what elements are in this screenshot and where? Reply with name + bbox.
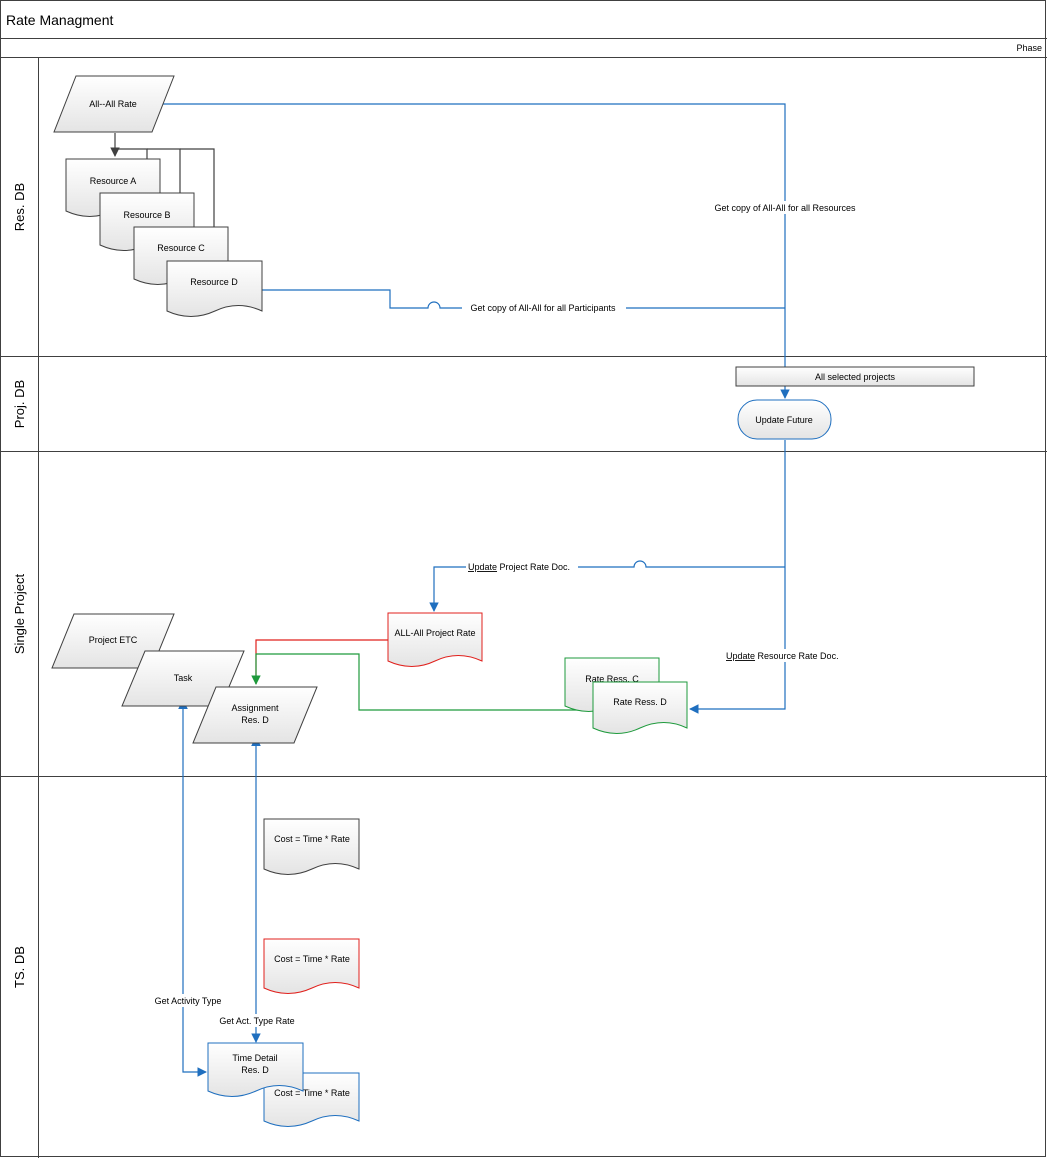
cost-shape-2[interactable]	[263, 938, 360, 994]
rate-ress-d-label: Rate Ress. D	[613, 697, 667, 707]
time-detail-label-line1: Time Detail	[232, 1053, 277, 1063]
all-all-rate-shape[interactable]	[53, 75, 175, 133]
connector-update-future-down	[689, 440, 786, 714]
connector-resource-d-to-main	[262, 289, 785, 309]
label-bg-resource-rate-doc	[724, 649, 848, 662]
label-bg-activity-type	[149, 994, 229, 1007]
rate-ress-c-label: Rate Ress. C	[585, 674, 639, 684]
update-underlined-2: Update	[726, 651, 755, 661]
update-resource-rate-doc-label: Update Resource Rate Doc.	[726, 651, 839, 661]
phase-label: Phase	[1016, 43, 1042, 53]
resource-b-label: Resource B	[123, 210, 170, 220]
get-activity-type-label: Get Activity Type	[155, 996, 222, 1006]
time-detail-label-line2: Res. D	[241, 1065, 269, 1075]
time-detail-shape[interactable]	[207, 1042, 304, 1097]
resource-rate-doc-text: Resource Rate Doc.	[755, 651, 839, 661]
cost-shape-1[interactable]	[263, 818, 360, 875]
lane-label-proj-db: Proj. DB	[12, 380, 27, 428]
connector-to-resource-d	[180, 148, 219, 261]
all-all-rate-label: All--All Rate	[89, 99, 137, 109]
resource-d-label: Resource D	[190, 277, 238, 287]
cost-label-2: Cost = Time * Rate	[274, 954, 350, 964]
all-all-project-rate-label: ALL-All Project Rate	[394, 628, 475, 638]
all-selected-projects-label: All selected projects	[815, 372, 896, 382]
connector-rate-ress-to-assignment-green	[251, 653, 592, 711]
diagram-title: Rate Managment	[6, 12, 114, 28]
lane-label-ts-db: TS. DB	[12, 946, 27, 988]
rate-ress-d-shape[interactable]	[592, 681, 688, 734]
assignment-shape[interactable]	[192, 686, 318, 744]
connector-all-all-to-update-future	[162, 103, 790, 399]
label-bg-act-type-rate	[214, 1014, 300, 1027]
label-bg-project-rate-doc	[466, 560, 578, 573]
all-selected-projects-bar[interactable]	[735, 366, 975, 387]
all-all-project-rate-shape[interactable]	[387, 612, 483, 667]
project-rate-doc-text: Project Rate Doc.	[497, 562, 570, 572]
resource-c-label: Resource C	[157, 243, 205, 253]
task-label: Task	[174, 673, 193, 683]
label-bg-resources	[705, 201, 865, 214]
get-act-type-rate-label: Get Act. Type Rate	[219, 1016, 294, 1026]
resource-d-shape[interactable]	[166, 260, 263, 317]
connector-project-rate-to-assignment-red	[255, 639, 388, 684]
update-future-label: Update Future	[755, 415, 813, 425]
connector-update-project-rate-doc	[429, 560, 785, 612]
cost-label-3: Cost = Time * Rate	[274, 1088, 350, 1098]
connector-get-activity-type	[178, 699, 207, 1077]
cost-label-1: Cost = Time * Rate	[274, 834, 350, 844]
lane-label-single-project: Single Project	[12, 574, 27, 655]
project-etc-label: Project ETC	[89, 635, 138, 645]
update-future-shape[interactable]	[737, 399, 832, 440]
update-project-rate-doc-label: Update Project Rate Doc.	[468, 562, 570, 572]
assignment-label-line2: Res. D	[241, 715, 269, 725]
lane-label-res-db: Res. DB	[12, 183, 27, 231]
assignment-label-line1: Assignment	[231, 703, 279, 713]
label-bg-participants	[462, 301, 626, 314]
resource-a-label: Resource A	[90, 176, 137, 186]
update-underlined: Update	[468, 562, 497, 572]
get-copy-participants-label: Get copy of All-All for all Participants	[470, 303, 616, 313]
get-copy-resources-label: Get copy of All-All for all Resources	[714, 203, 856, 213]
